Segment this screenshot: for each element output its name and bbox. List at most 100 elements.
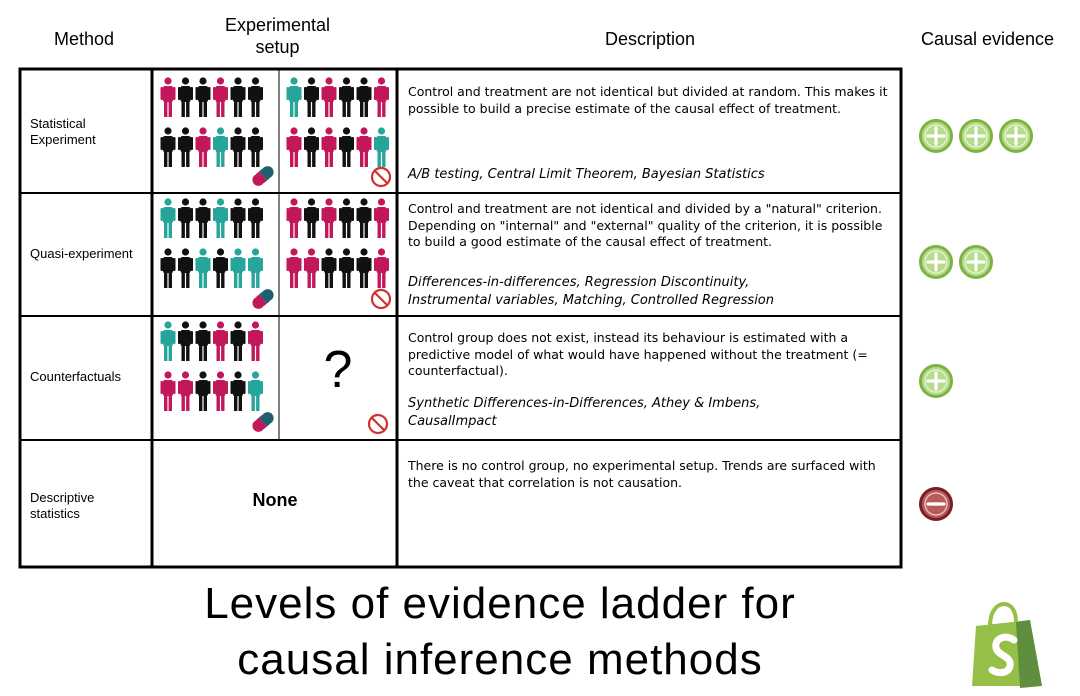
person-figure [286,248,302,288]
methods-quasi-experiment: Differences-in-differences, Regression D… [408,275,774,308]
person-figure [160,77,176,117]
person-figure [213,371,228,411]
header-description: Description [604,29,696,49]
person-figure [213,198,228,238]
evidence-quasi-experiment [918,244,994,280]
person-figure [321,198,337,238]
header-causal-evidence: Causal evidence [920,29,1055,49]
treatment-group-figures [160,321,274,432]
page-title: Levels of evidence ladder for causal inf… [204,579,796,684]
counterfactual-question-mark: ? [323,341,353,399]
person-figure [356,77,372,117]
person-figure [230,198,246,238]
description-counterfactuals: Control group does not exist, instead it… [408,330,868,378]
plus-circle-icon [919,119,953,153]
person-figure [374,198,389,238]
person-figure [286,127,302,167]
no-treatment-icon [370,288,392,310]
person-figure [213,77,228,117]
control-group-figures [286,77,392,188]
person-figure [178,371,193,411]
missing-control-group [367,413,389,435]
evidence-descriptive-statistics [918,486,954,522]
person-figure [160,248,176,288]
plus-circle-icon [999,119,1033,153]
person-figure [160,127,176,167]
person-figure [213,321,228,361]
person-figure [195,77,211,117]
person-figure [304,127,319,167]
person-figure [230,321,246,361]
person-figure [160,321,176,361]
person-figure [195,198,211,238]
minus-circle-icon [919,487,953,521]
description-quasi-experiment: Control and treatment are not identical … [408,201,883,249]
person-figure [248,248,263,288]
person-figure [230,127,246,167]
person-figure [286,77,302,117]
evidence-statistical-experiment [918,118,1034,154]
person-figure [195,248,211,288]
person-figure [321,248,337,288]
person-figure [339,198,354,238]
person-figure [356,127,372,167]
person-figure [213,127,228,167]
person-figure [160,371,176,411]
pill-icon [252,289,274,309]
no-setup-label: None [252,490,298,510]
header-method: Method [53,29,115,49]
person-figure [356,248,372,288]
person-figure [304,248,319,288]
person-figure [339,248,354,288]
treatment-group-figures [160,198,274,309]
person-figure [374,127,389,167]
header-experimental-setup: Experimental setup [155,14,400,58]
person-figure [230,371,246,411]
description-statistical-experiment: Control and treatment are not identical … [408,84,888,116]
person-figure [160,198,176,238]
person-figure [374,77,389,117]
plus-circle-icon [959,119,993,153]
person-figure [178,127,193,167]
plus-circle-icon [919,364,953,398]
person-figure [304,198,319,238]
control-group-figures [286,198,392,310]
person-figure [178,198,193,238]
person-figure [230,77,246,117]
person-figure [304,77,319,117]
person-figure [248,127,263,167]
person-figure [248,371,263,411]
plus-circle-icon [919,245,953,279]
person-figure [339,77,354,117]
methods-counterfactuals: Synthetic Differences-in-Differences, At… [408,396,761,429]
person-figure [178,248,193,288]
person-figure [178,77,193,117]
shopify-bag-logo [972,601,1042,688]
method-label-quasi-experiment: Quasi-experiment [30,246,133,261]
person-figure [213,248,228,288]
method-label-descriptive-statistics: Descriptive statistics [30,490,95,521]
evidence-counterfactuals [918,363,954,399]
pill-icon [252,166,274,186]
person-figure [339,127,354,167]
plus-circle-icon [959,245,993,279]
person-figure [286,198,302,238]
person-figure [195,127,211,167]
person-figure [248,321,263,361]
person-figure [178,321,193,361]
person-figure [248,198,263,238]
methods-statistical-experiment: A/B testing, Central Limit Theorem, Baye… [408,167,765,182]
method-label-statistical-experiment: Statistical Experiment [30,116,96,147]
pill-icon [252,412,274,432]
person-figure [230,248,246,288]
header-setup-line2: setup [255,37,300,57]
person-figure [321,77,337,117]
person-figure [321,127,337,167]
method-label-counterfactuals: Counterfactuals [30,369,122,384]
person-figure [195,371,211,411]
person-figure [248,77,263,117]
treatment-group-figures [160,77,274,186]
person-figure [356,198,372,238]
description-descriptive-statistics: There is no control group, no experiment… [408,458,876,490]
no-treatment-icon [367,413,389,435]
